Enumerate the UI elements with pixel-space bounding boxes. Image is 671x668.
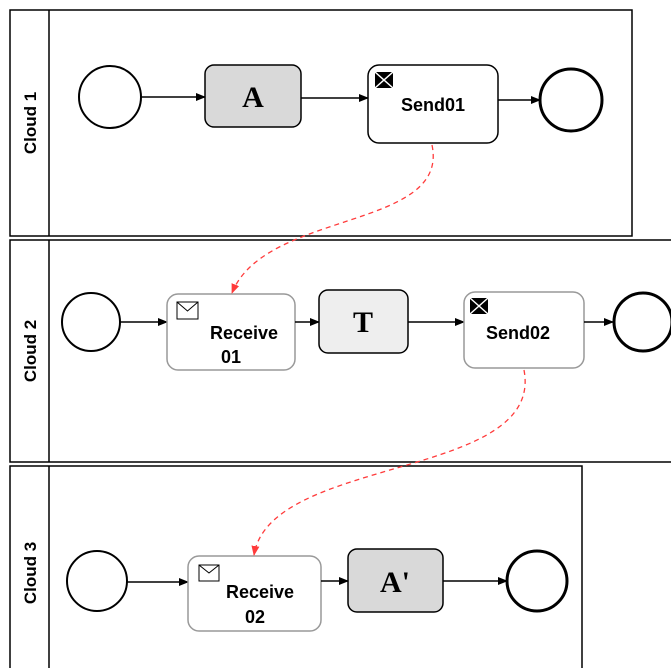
start-event-cloud-2[interactable]	[61, 292, 121, 352]
task-send01-label: Send01	[401, 95, 465, 115]
task-send02[interactable]	[463, 291, 585, 369]
pool-cloud-2-label: Cloud 2	[21, 320, 40, 382]
start-event-cloud-1[interactable]	[78, 65, 142, 129]
task-send02-label: Send02	[486, 323, 550, 343]
pool-cloud-3-label: Cloud 3	[21, 542, 40, 604]
end-event-cloud-3[interactable]	[505, 549, 569, 613]
pool-cloud-3: Cloud 3 Receive 02 A'	[9, 465, 583, 668]
pool-cloud-1-label: Cloud 1	[21, 92, 40, 154]
task-a[interactable]	[204, 64, 302, 128]
task-receive02[interactable]	[187, 555, 322, 632]
task-receive01-label-line2: 01	[221, 347, 241, 367]
task-t-label: T	[353, 306, 373, 339]
envelope-outline-icon	[198, 564, 220, 582]
pool-cloud-2: Cloud 2 Receive 01 T Send02	[9, 239, 671, 463]
task-send01[interactable]	[367, 64, 499, 144]
task-a-label: A	[242, 81, 264, 114]
task-receive01-label-line1: Receive	[210, 323, 278, 343]
envelope-filled-icon	[469, 297, 489, 315]
envelope-outline-icon	[176, 301, 199, 320]
start-event-cloud-3[interactable]	[66, 550, 128, 612]
message-flow-send02-to-receive02	[251, 369, 526, 556]
pool-cloud-1: Cloud 1 A Send01	[9, 9, 633, 237]
task-receive01[interactable]	[166, 293, 296, 371]
end-event-cloud-1[interactable]	[538, 67, 604, 133]
task-receive02-label-line1: Receive	[226, 582, 294, 602]
task-receive02-label-line2: 02	[245, 607, 265, 627]
message-flow-send01-to-receive01	[231, 144, 434, 294]
end-event-cloud-2[interactable]	[612, 291, 671, 353]
task-a-prime-label: A'	[380, 566, 410, 599]
envelope-filled-icon	[374, 71, 394, 89]
